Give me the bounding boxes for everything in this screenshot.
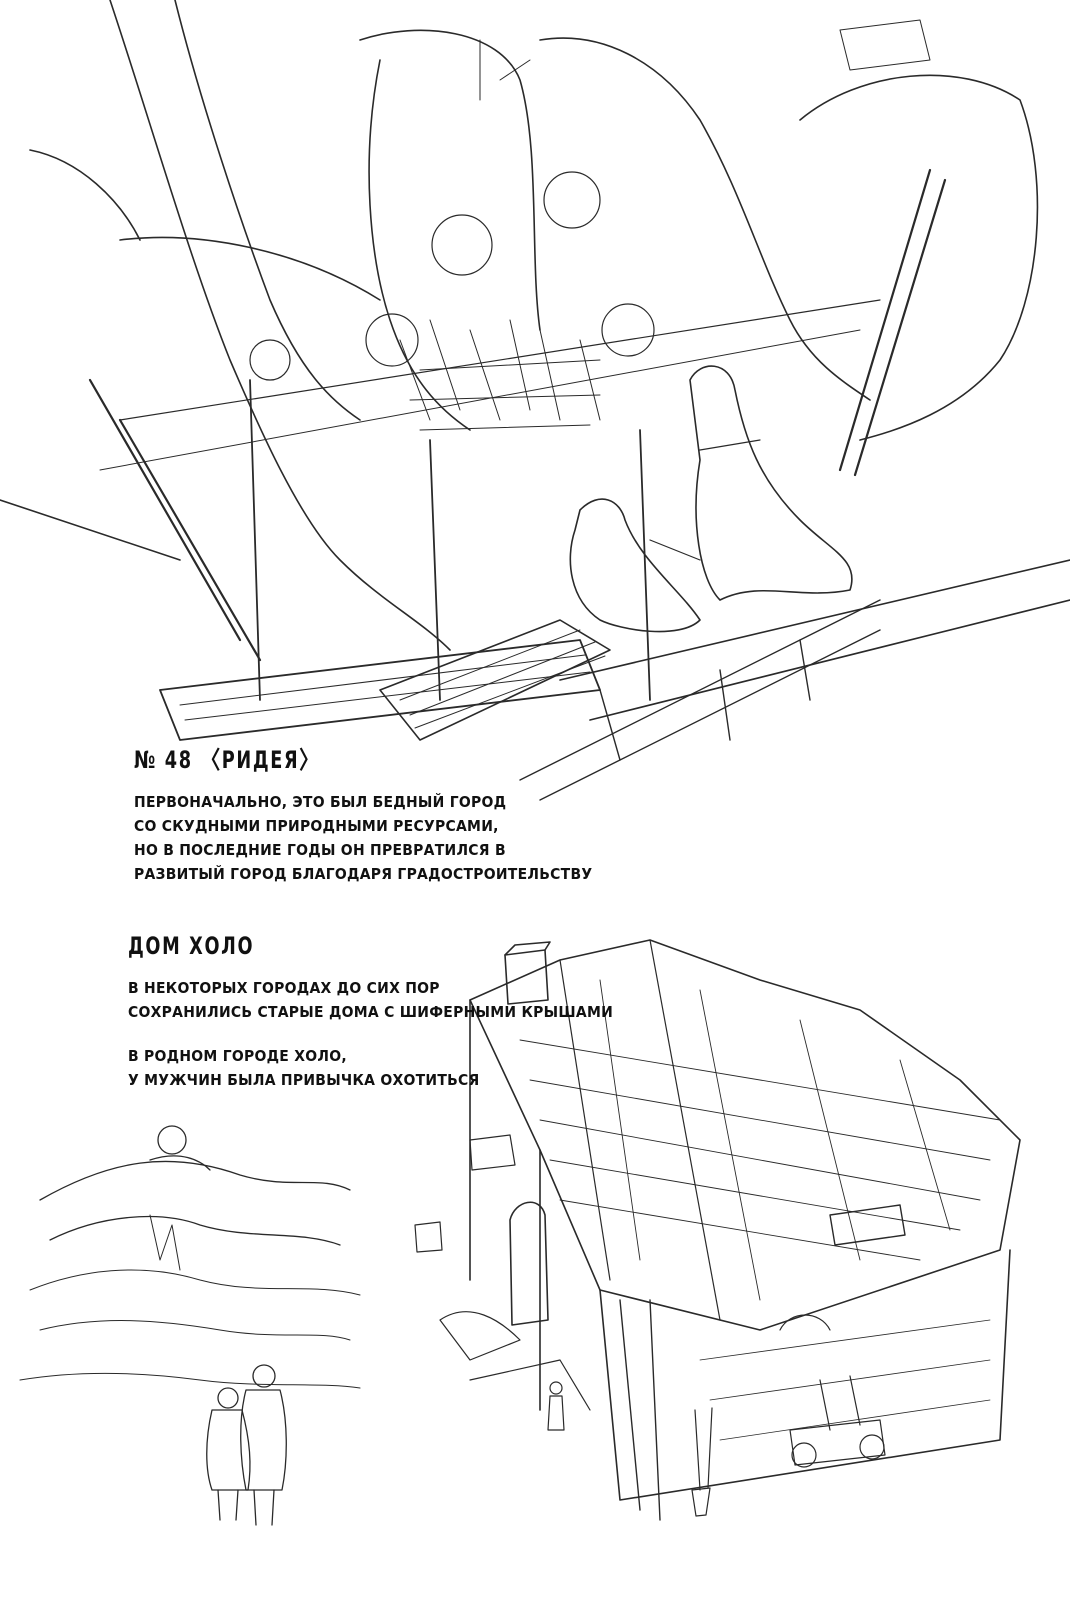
paragraph-line: В НЕКОТОРЫХ ГОРОДАХ ДО СИХ ПОР — [128, 979, 440, 997]
section-heading: ДОМ ХОЛО — [128, 932, 255, 960]
section-paragraph: В РОДНОМ ГОРОДЕ ХОЛО, У МУЖЧИН БЫЛА ПРИВ… — [128, 1044, 613, 1092]
canyon-city-sketch — [0, 0, 1070, 801]
paragraph-line: У МУЖЧИН БЫЛА ПРИВЫЧКА ОХОТИТЬСЯ — [128, 1071, 480, 1089]
section-paragraph: ПЕРВОНАЧАЛЬНО, ЭТО БЫЛ БЕДНЫЙ ГОРОД СО С… — [134, 790, 592, 886]
paragraph-line: ПЕРВОНАЧАЛЬНО, ЭТО БЫЛ БЕДНЫЙ ГОРОД — [134, 793, 507, 811]
section-rideya: № 48 〈РИДЕЯ〉 ПЕРВОНАЧАЛЬНО, ЭТО БЫЛ БЕДН… — [134, 748, 643, 886]
paragraph-line: СО СКУДНЫМИ ПРИРОДНЫМИ РЕСУРСАМИ, — [134, 817, 499, 835]
paragraph-line: В РОДНОМ ГОРОДЕ ХОЛО, — [128, 1047, 347, 1065]
paragraph-line: РАЗВИТЫЙ ГОРОД БЛАГОДАРЯ ГРАДОСТРОИТЕЛЬС… — [134, 865, 593, 883]
paragraph-line: СОХРАНИЛИСЬ СТАРЫЕ ДОМА С ШИФЕРНЫМИ КРЫШ… — [128, 1003, 614, 1021]
landscape-sketch — [19, 1125, 361, 1526]
section-holo-house: ДОМ ХОЛО В НЕКОТОРЫХ ГОРОДАХ ДО СИХ ПОР … — [128, 934, 667, 1092]
holo-house-sketch — [414, 939, 1021, 1521]
section-heading: № 48 〈РИДЕЯ〉 — [134, 746, 321, 774]
section-paragraph: В НЕКОТОРЫХ ГОРОДАХ ДО СИХ ПОР СОХРАНИЛИ… — [128, 976, 613, 1024]
paragraph-line: НО В ПОСЛЕДНИЕ ГОДЫ ОН ПРЕВРАТИЛСЯ В — [134, 841, 506, 859]
